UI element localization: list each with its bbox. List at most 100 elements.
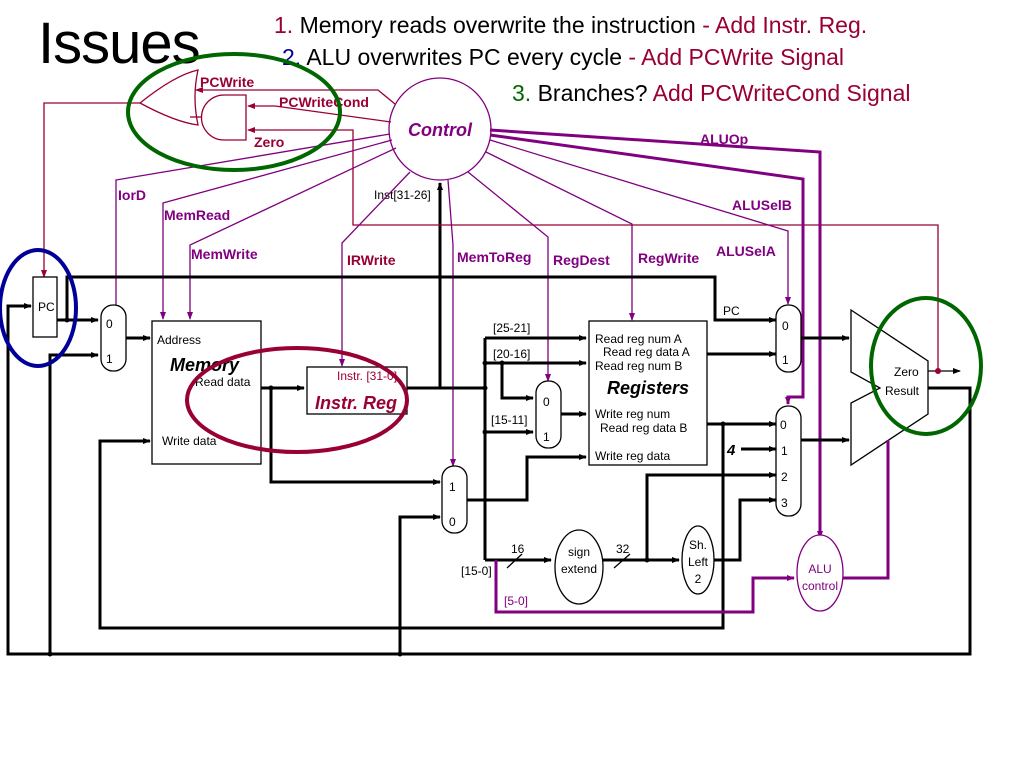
bits-16-label: 16 xyxy=(511,542,525,556)
reg-read-data-a: Read reg data A xyxy=(603,345,690,359)
memory-block xyxy=(151,320,262,465)
mux-alusela-in0: 0 xyxy=(782,319,789,333)
sign-extend-line2: extend xyxy=(561,562,597,576)
highlight-pc-register xyxy=(0,248,78,368)
field-rd: [15-11] xyxy=(491,413,527,427)
memory-read-data-label: Read data xyxy=(195,375,251,389)
const-4-label: 4 xyxy=(726,442,736,459)
memwrite-label: MemWrite xyxy=(191,246,258,262)
mux-alusela-in1: 1 xyxy=(782,353,789,367)
aluop-label: ALUOp xyxy=(700,131,748,147)
control-label: Control xyxy=(408,120,473,140)
junction xyxy=(47,651,53,657)
mux-aluselb-in3: 3 xyxy=(781,496,788,510)
field-rs: [25-21] xyxy=(493,321,530,335)
junction xyxy=(64,317,70,323)
issue-1-fix: - Add Instr. Reg. xyxy=(702,12,868,38)
pc-register xyxy=(32,276,58,338)
or-to-pc-wire xyxy=(41,102,140,278)
regwrite-wire xyxy=(485,151,635,321)
aluop-wire xyxy=(489,128,823,539)
regdest-wire xyxy=(467,171,551,382)
result-to-iord-wire xyxy=(48,352,99,654)
alu xyxy=(850,308,929,467)
zero-junction xyxy=(935,368,941,374)
mux-aluselb-in2: 2 xyxy=(781,470,788,484)
memread-wire xyxy=(160,139,393,320)
alu-control xyxy=(796,534,844,612)
instr-reg-title: Instr. Reg xyxy=(315,393,397,413)
shift-out-wire xyxy=(714,497,777,562)
aluselA-label: ALUSelA xyxy=(716,243,776,259)
mux-iord-in1: 1 xyxy=(106,352,113,366)
alu-control-line1: ALU xyxy=(808,562,831,576)
irwrite-wire xyxy=(339,171,411,367)
and-gate xyxy=(200,94,247,141)
mux-memtoreg-in0: 0 xyxy=(449,515,456,529)
bits-32-label: 32 xyxy=(616,542,630,556)
zero-label: Zero xyxy=(254,134,284,150)
pc-to-aluselA-wire xyxy=(65,275,777,323)
memory-to-mux-wire xyxy=(269,388,441,485)
reg-read-num-b: Read reg num B xyxy=(595,359,682,373)
bits-16-slash xyxy=(506,553,523,569)
mux-iord-in0: 0 xyxy=(106,317,113,331)
alu-control-line2: control xyxy=(802,579,838,593)
aluselA-wire xyxy=(489,139,791,305)
mux-aluselb xyxy=(775,405,802,517)
aluselB-wire xyxy=(489,133,805,405)
pc-label: PC xyxy=(38,300,55,314)
issue-2-fix: - Add PCWrite Signal xyxy=(628,44,845,70)
instr-reg xyxy=(306,366,408,415)
registers-title: Registers xyxy=(607,378,689,398)
issue-2-text: ALU overwrites PC every cycle xyxy=(306,44,623,70)
regwrite-label: RegWrite xyxy=(638,250,699,266)
field-imm: [15-0] xyxy=(461,564,492,578)
highlight-pc-logic xyxy=(126,52,342,172)
mux-aluselb-in1: 1 xyxy=(781,444,788,458)
reg-read-num-a: Read reg num A xyxy=(595,332,682,346)
reg-write-data: Write reg data xyxy=(595,449,670,463)
aluselB-label: ALUSelB xyxy=(732,197,792,213)
memtoreg-out-wire xyxy=(467,454,587,502)
issue-3-text: Branches? xyxy=(537,80,648,106)
mux-memtoreg-in1: 1 xyxy=(449,480,456,494)
pcwrite-wire xyxy=(195,87,396,105)
memtoreg-wire xyxy=(447,179,456,467)
shift-left-line3: 2 xyxy=(695,572,702,586)
junction xyxy=(499,360,505,366)
alusela-pc-label: PC xyxy=(723,304,740,318)
register-file xyxy=(588,320,708,466)
issue-3-fix: Add PCWriteCond Signal xyxy=(652,80,911,106)
highlight-alu-zero xyxy=(869,296,983,436)
pcwrite-label: PCWrite xyxy=(200,74,254,90)
sign-extend-line1: sign xyxy=(568,545,590,559)
field-rt: [20-16] xyxy=(493,347,530,361)
reg-write-num: Write reg num xyxy=(595,407,670,421)
issue-3: 3. Branches? Add PCWriteCond Signal xyxy=(512,80,911,107)
zero-feedback-wire xyxy=(247,127,939,370)
junction xyxy=(720,421,726,427)
pcwritecond-wire xyxy=(247,103,392,123)
mux-regdest-in0: 0 xyxy=(543,395,550,409)
rt-to-mux-wire xyxy=(500,363,534,401)
issue-3-number: 3. xyxy=(512,80,532,106)
pcwritecond-label: PCWriteCond xyxy=(279,94,369,110)
iord-wire xyxy=(113,133,391,313)
memory-address-label: Address xyxy=(157,333,201,347)
memtoreg-label: MemToReg xyxy=(457,249,531,265)
irwrite-label: IRWrite xyxy=(347,252,396,268)
junction xyxy=(268,385,274,391)
junction xyxy=(482,360,488,366)
memwrite-wire xyxy=(187,147,397,320)
issue-1: 1. Memory reads overwrite the instructio… xyxy=(274,12,867,39)
alu-zero-label: Zero xyxy=(894,365,919,379)
inst-31-26-label: Inst[31-26] xyxy=(374,188,431,202)
mux-aluselb-in0: 0 xyxy=(780,418,787,432)
issue-2: 2. ALU overwrites PC every cycle - Add P… xyxy=(282,44,844,71)
issue-1-text: Memory reads overwrite the instruction xyxy=(299,12,696,38)
issue-1-number: 1. xyxy=(274,12,294,38)
regdest-label: RegDest xyxy=(553,252,610,268)
iord-label: IorD xyxy=(118,187,146,203)
